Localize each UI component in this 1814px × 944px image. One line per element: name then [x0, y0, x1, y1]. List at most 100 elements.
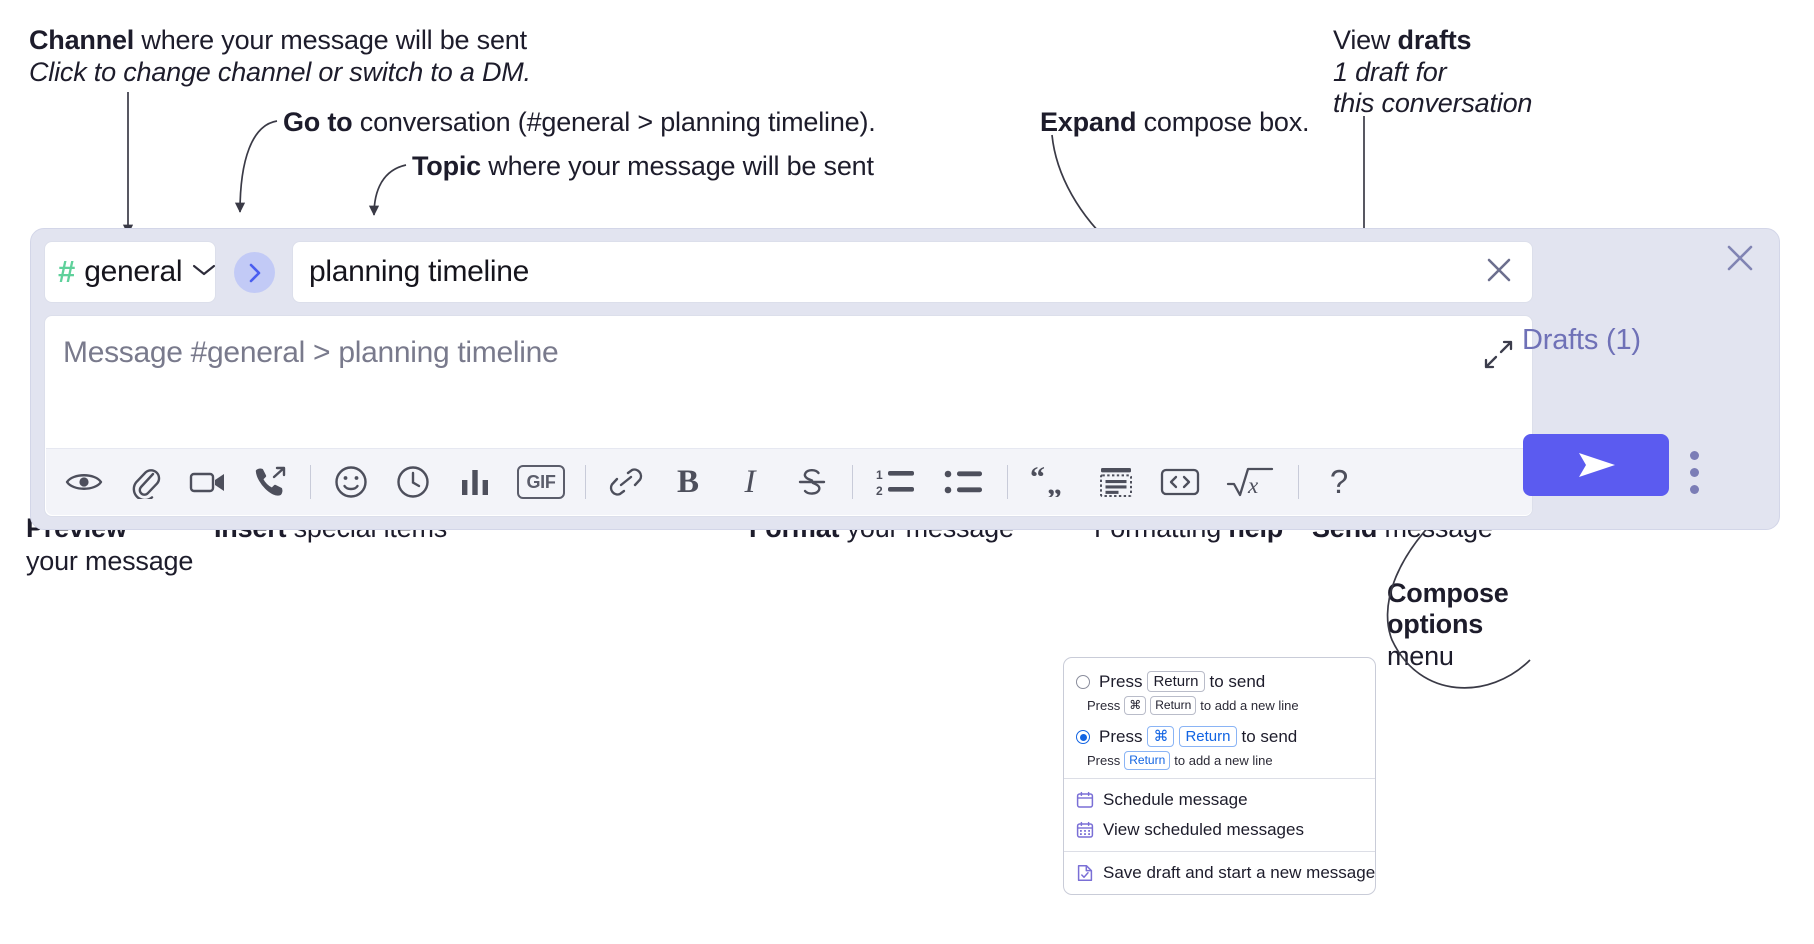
annotation-channel: Channel where your message will be sent [29, 22, 527, 58]
gif-icon[interactable]: GIF [517, 462, 565, 502]
clock-icon[interactable] [393, 462, 433, 502]
opt0-suffix: to send [1209, 671, 1266, 691]
message-input-box[interactable]: Message #general > planning timeline [44, 315, 1533, 517]
chevron-right-icon [249, 263, 260, 282]
radio-unselected-icon[interactable] [1076, 675, 1090, 689]
calendar-grid-icon [1076, 821, 1094, 839]
annotation-preview-sub-text: your message [26, 546, 194, 576]
compose-options-menu: Press Return to send Press ⌘ Return to a… [1063, 657, 1376, 895]
help-question-icon[interactable]: ? [1319, 462, 1359, 502]
bold-icon[interactable]: B [668, 462, 708, 502]
italic-label: I [744, 463, 756, 500]
annotation-channel-bold: Channel [29, 25, 135, 55]
annotation-topic-rest: where your message will be sent [481, 151, 874, 181]
gif-label: GIF [517, 465, 565, 499]
opt1-prefix: Press [1099, 726, 1143, 746]
svg-text:“: “ [1030, 467, 1045, 494]
toolbar-separator [585, 465, 586, 499]
bold-label: B [676, 463, 699, 500]
svg-text:1: 1 [876, 468, 883, 482]
annotation-channel-sub-text: Click to change channel or switch to a D… [29, 57, 531, 87]
audio-clip-icon[interactable] [250, 462, 290, 502]
channel-hash-icon: # [58, 253, 76, 289]
math-icon[interactable]: x [1224, 462, 1278, 502]
annotation-drafts: View drafts [1333, 22, 1472, 58]
menu-divider [1064, 778, 1375, 779]
toolbar-separator [1007, 465, 1008, 499]
opt0-sub-key-return: Return [1150, 696, 1197, 715]
italic-icon[interactable]: I [730, 462, 770, 502]
opt0-sub-suffix: to add a new line [1200, 698, 1299, 713]
menu-item-view-scheduled-messages[interactable]: View scheduled messages [1064, 815, 1375, 845]
annotation-compose-options-l2-text: options [1387, 609, 1484, 639]
emoji-icon[interactable] [331, 462, 371, 502]
send-option-cmd-return-label: Press ⌘ Return to send [1099, 726, 1297, 747]
opt1-key-return: Return [1179, 726, 1237, 747]
opt1-sub-key-return: Return [1124, 751, 1171, 770]
toolbar-separator [852, 465, 853, 499]
compose-inner: # general planning timeline Message #gen… [44, 241, 1533, 517]
opt0-sub-prefix: Press [1087, 698, 1121, 713]
compose-right-rail: Drafts (1) [1505, 229, 1779, 529]
save-draft-icon [1076, 864, 1094, 882]
goto-conversation-button[interactable] [234, 252, 275, 293]
send-option-return[interactable]: Press Return to send [1064, 668, 1375, 692]
ordered-list-icon[interactable]: 1 2 [873, 462, 919, 502]
annotation-drafts-sub2: this conversation [1333, 85, 1532, 121]
menu-item-view-scheduled-messages-label: View scheduled messages [1103, 820, 1304, 839]
bulleted-list-icon[interactable] [941, 462, 987, 502]
close-icon[interactable] [1723, 241, 1757, 280]
svg-text:„: „ [1047, 468, 1062, 497]
radio-selected-icon[interactable] [1076, 730, 1090, 744]
help-label: ? [1329, 463, 1349, 500]
opt1-suffix: to send [1241, 726, 1298, 746]
more-vertical-icon[interactable] [1690, 451, 1699, 502]
annotation-compose-options-l3-text: menu [1387, 641, 1454, 671]
drafts-link[interactable]: Drafts (1) [1522, 324, 1641, 356]
compose-widget: # general planning timeline Message #gen… [30, 228, 1780, 530]
annotation-preview-sub: your message [26, 543, 193, 579]
send-option-return-sub: Press ⌘ Return to add a new line [1087, 696, 1375, 715]
opt0-prefix: Press [1099, 671, 1143, 691]
opt1-sub-prefix: Press [1087, 753, 1121, 768]
send-option-cmd-return[interactable]: Press ⌘ Return to send [1064, 723, 1375, 747]
menu-item-schedule-message[interactable]: Schedule message [1064, 785, 1375, 815]
code-block-icon[interactable] [1096, 462, 1136, 502]
kebab-dot [1690, 468, 1699, 477]
opt1-key-cmd: ⌘ [1147, 726, 1175, 747]
annotation-goto-rest: conversation (#general > planning timeli… [352, 107, 876, 137]
preview-eye-icon[interactable] [64, 462, 104, 502]
channel-name: general [84, 255, 183, 288]
menu-divider [1064, 851, 1375, 852]
annotation-drafts-sub2-text: this conversation [1333, 88, 1533, 118]
attach-paperclip-icon[interactable] [126, 462, 166, 502]
close-icon[interactable] [1482, 253, 1516, 292]
strikethrough-icon[interactable] [792, 462, 832, 502]
kebab-dot [1690, 485, 1699, 494]
opt0-key-return: Return [1147, 671, 1205, 692]
message-placeholder: Message #general > planning timeline [63, 336, 559, 369]
chevron-down-icon [191, 262, 217, 283]
annotation-channel-rest: where your message will be sent [134, 25, 527, 55]
annotation-drafts-sub1-text: 1 draft for [1333, 57, 1447, 87]
inline-code-icon[interactable] [1158, 462, 1202, 502]
link-icon[interactable] [606, 462, 646, 502]
formatting-toolbar: GIF B I [46, 448, 1532, 515]
send-option-cmd-return-sub: Press Return to add a new line [1087, 751, 1375, 770]
video-camera-icon[interactable] [188, 462, 228, 502]
calendar-schedule-icon [1076, 791, 1094, 809]
send-paper-plane-icon [1579, 453, 1615, 477]
blockquote-icon[interactable]: “ „ [1028, 462, 1074, 502]
channel-selector[interactable]: # general [44, 241, 216, 303]
menu-item-save-draft[interactable]: Save draft and start a new message [1064, 858, 1375, 888]
toolbar-separator [1298, 465, 1299, 499]
expand-icon[interactable] [1482, 338, 1516, 372]
topic-input[interactable]: planning timeline [292, 241, 1533, 303]
annotation-topic-bold: Topic [412, 151, 481, 181]
annotation-expand-bold: Expand [1040, 107, 1137, 137]
send-button[interactable] [1523, 434, 1669, 496]
poll-bars-icon[interactable] [455, 462, 495, 502]
annotation-drafts-bold: drafts [1397, 25, 1472, 55]
annotation-compose-options-l1-text: Compose [1387, 578, 1509, 608]
opt0-sub-key-cmd: ⌘ [1124, 696, 1147, 715]
